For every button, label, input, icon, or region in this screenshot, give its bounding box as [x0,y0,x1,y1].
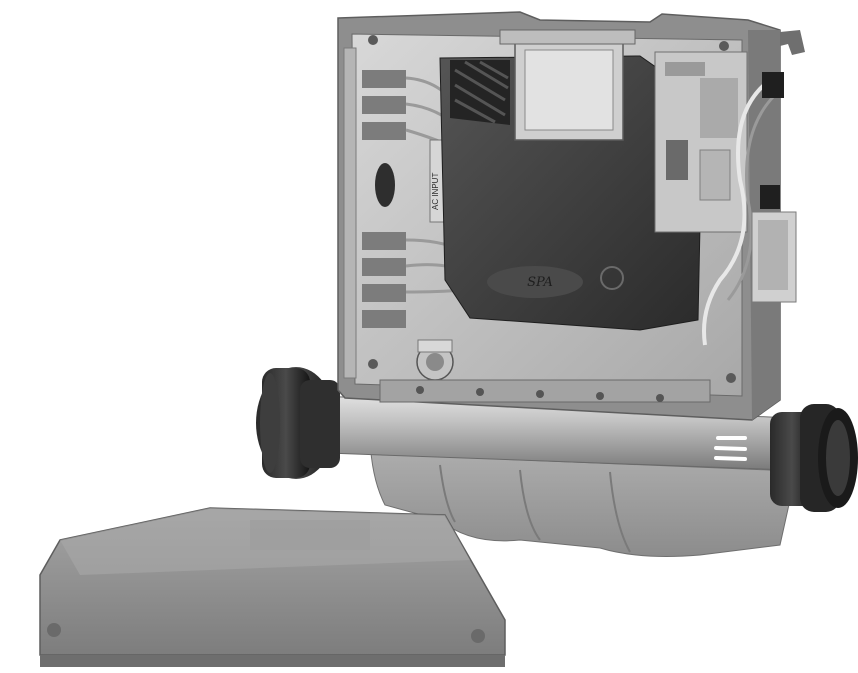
ac-input-label: AC INPUT [431,173,440,210]
electronics-housing: SPA [439,29,701,331]
side-label-plate [751,211,797,303]
left-connector-bank [362,70,463,328]
brand-logo-text: SPA [527,275,553,290]
right-wiring [702,72,784,346]
pressure-switch [416,339,454,381]
lower-terminal-strip [379,379,711,403]
transformer [499,29,636,141]
mounting-base [369,439,791,557]
left-union-fitting [256,367,340,479]
right-union-fitting [770,404,858,512]
vent-grille [450,60,510,125]
enclosure-cover [39,507,506,667]
brand-logo: SPA [487,266,624,298]
circuit-board [654,51,748,233]
